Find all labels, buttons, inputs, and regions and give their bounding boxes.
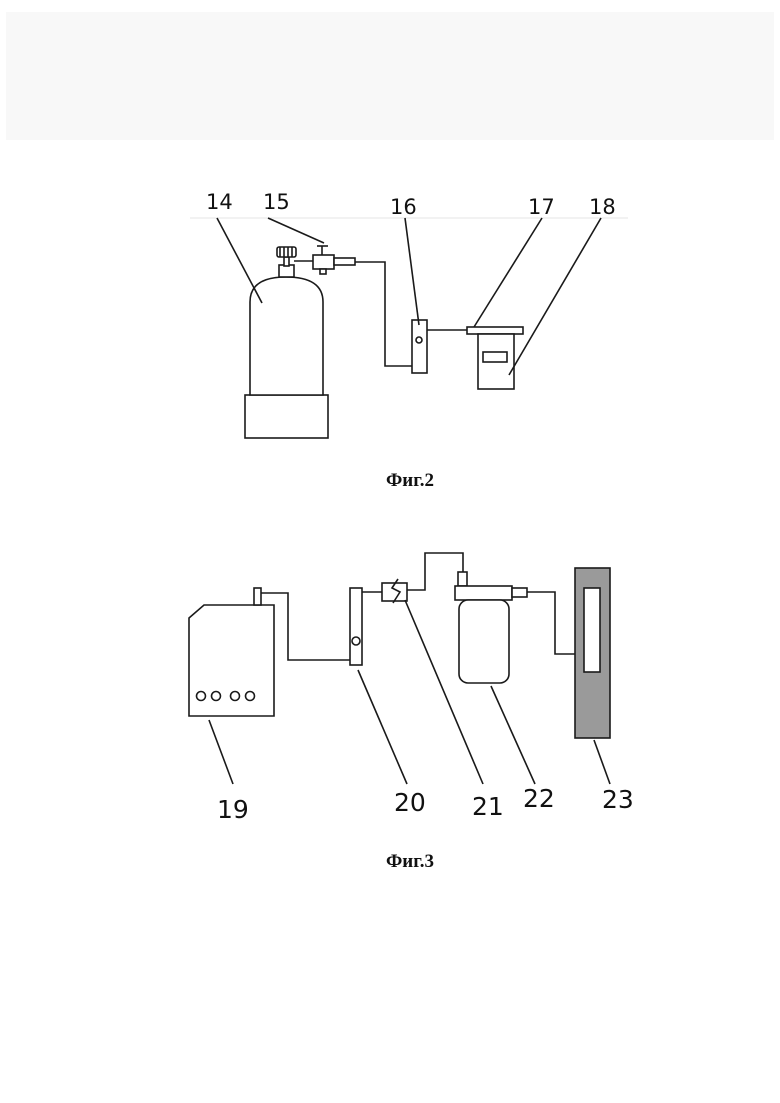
label-14: 14 — [206, 190, 233, 214]
generator-unit — [189, 588, 274, 716]
flow-meter — [412, 320, 427, 373]
collection-vessel — [455, 572, 527, 683]
label-16: 16 — [390, 195, 417, 219]
valve-heater — [382, 579, 407, 603]
figure-2-caption: Фиг.2 — [0, 470, 780, 492]
analyzer-column — [575, 568, 610, 738]
label-21: 21 — [472, 792, 504, 821]
gas-cylinder — [245, 247, 328, 438]
figure-2-diagram: 14 15 16 17 18 — [0, 0, 780, 460]
label-19: 19 — [217, 795, 249, 824]
gas-line-1 — [355, 262, 412, 366]
label-18: 18 — [589, 195, 616, 219]
figure-3-caption: Фиг.3 — [0, 851, 780, 873]
label-17: 17 — [528, 195, 555, 219]
pressure-regulator — [294, 246, 355, 274]
label-22: 22 — [523, 784, 555, 813]
flow-meter-2 — [350, 588, 362, 665]
sealed-vessel — [467, 327, 523, 389]
figure-3-diagram: 19 20 21 22 23 — [0, 540, 780, 830]
label-15: 15 — [263, 190, 290, 214]
label-20: 20 — [394, 788, 426, 817]
line-21-22 — [407, 553, 463, 590]
label-23: 23 — [602, 785, 634, 814]
